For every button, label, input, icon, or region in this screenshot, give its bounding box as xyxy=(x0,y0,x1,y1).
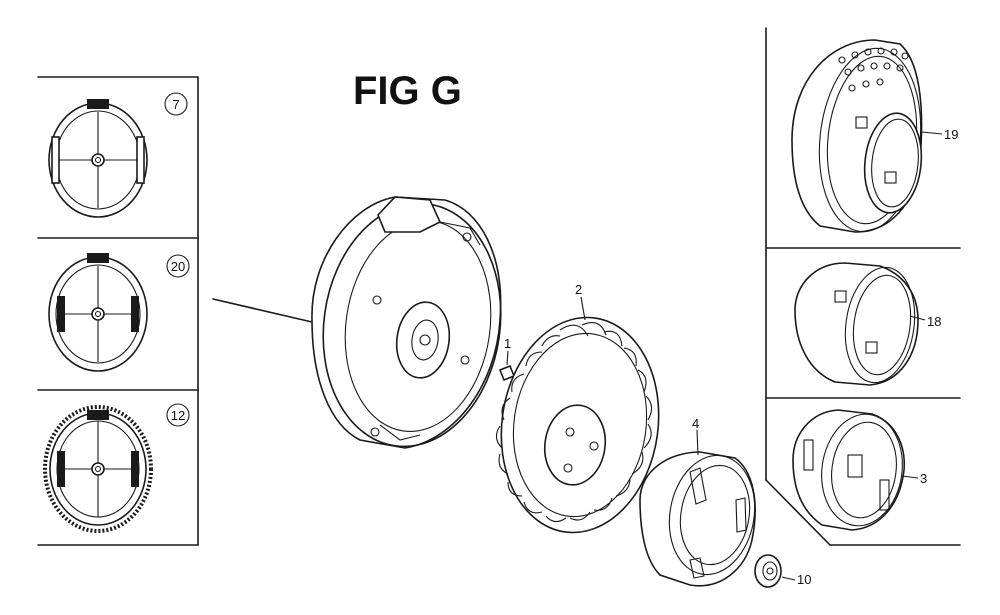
callout-20: 20 xyxy=(166,254,190,278)
starter-pulley: 4 xyxy=(639,416,756,587)
callout-3-label: 3 xyxy=(920,471,927,486)
starter-pulley-variant-3: 3 xyxy=(792,409,927,531)
callout-10-label: 10 xyxy=(797,572,811,587)
starter-pulley-variant-19: 19 xyxy=(791,39,958,233)
cooling-fan: 2 xyxy=(495,282,660,534)
callout-19-label: 19 xyxy=(944,127,958,142)
variant-leader-line xyxy=(212,298,313,323)
flywheel-key: 1 xyxy=(498,336,516,382)
callout-18-label: 18 xyxy=(927,314,941,329)
flywheel-variant-7 xyxy=(48,99,148,218)
callout-2-label: 2 xyxy=(575,282,582,297)
callout-1-label: 1 xyxy=(504,336,511,351)
flywheel-nut: 10 xyxy=(754,554,811,588)
callout-20-label: 20 xyxy=(171,259,185,274)
callout-12: 12 xyxy=(166,403,190,427)
callout-7: 7 xyxy=(164,92,188,116)
flywheel-variant-20 xyxy=(48,253,148,372)
callout-12-label: 12 xyxy=(171,408,185,423)
starter-pulley-variant-18: 18 xyxy=(794,262,941,386)
flywheel xyxy=(311,196,502,449)
flywheel-variant-panel xyxy=(37,76,199,546)
figure-title: FIG G xyxy=(353,69,462,113)
callout-7-label: 7 xyxy=(172,97,179,112)
callout-4-label: 4 xyxy=(692,416,699,431)
flywheel-variant-12 xyxy=(43,405,153,533)
pulley-variant-panel xyxy=(765,27,961,546)
